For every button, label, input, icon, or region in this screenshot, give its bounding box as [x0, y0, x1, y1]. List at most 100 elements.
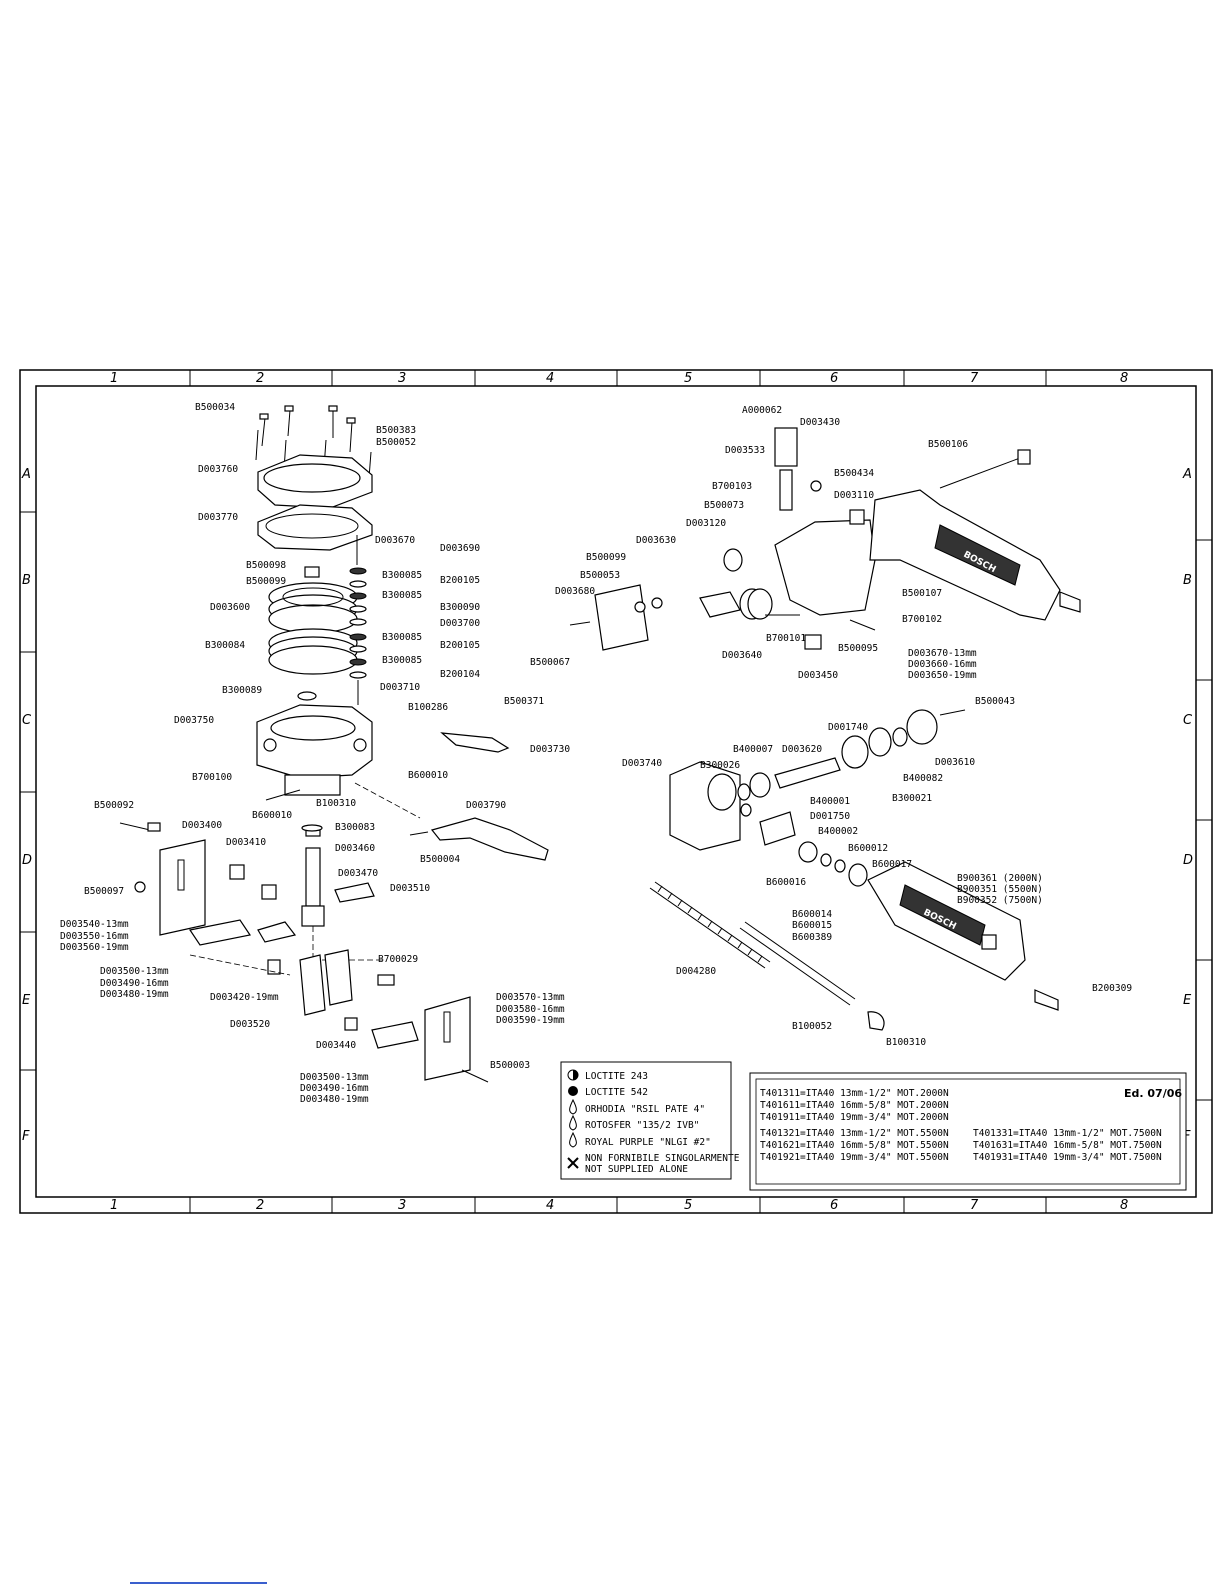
column-label-6: 6 [830, 371, 838, 386]
part-label-25: D003730 [530, 744, 570, 755]
column-label-bottom-2: 2 [256, 1198, 264, 1213]
part-label-73: B300026 [700, 760, 740, 771]
part-label-34: B500092 [94, 800, 134, 811]
part-label-70: B400007 [733, 744, 773, 755]
rotosfer-drop-icon [569, 1114, 577, 1131]
part-label-40: B700029 [378, 954, 418, 965]
part-label-3: D003760 [198, 464, 238, 475]
part-label-21: D003710 [380, 682, 420, 693]
model-line-7: T401331=ITA40 13mm-1/2" MOT.7500N [973, 1128, 1162, 1139]
part-label-9: B300085 [382, 570, 422, 581]
part-label-17: B200105 [440, 640, 480, 651]
part-label-91: B100052 [792, 1021, 832, 1032]
edition-label: Ed. 07/06 [1124, 1087, 1182, 1100]
orhodia-drop-icon [569, 1098, 577, 1115]
part-label-82: B600016 [766, 877, 806, 888]
part-label-102: D003500-13mm [300, 1072, 369, 1083]
part-label-65: D003670-13mm [908, 648, 977, 659]
part-label-92: B100310 [886, 1037, 926, 1048]
part-label-84: B900351 (5500N) [957, 884, 1043, 895]
part-label-93: D003540-13mm [60, 919, 129, 930]
part-label-26: B700100 [192, 772, 232, 783]
row-label-D: D [22, 853, 32, 868]
motor-gearbox-assembly: BOSCH [569, 427, 1081, 651]
column-label-1: 1 [110, 371, 118, 386]
model-line-8: T401631=ITA40 16mm-5/8" MOT.7500N [973, 1140, 1162, 1151]
part-label-72: D003740 [622, 758, 662, 769]
part-label-81: B600017 [872, 859, 912, 870]
part-label-50: D003110 [834, 490, 874, 501]
part-label-28: B600010 [252, 810, 292, 821]
part-label-66: D003660-16mm [908, 659, 977, 670]
part-label-39: B500097 [84, 886, 124, 897]
part-label-11: B300085 [382, 590, 422, 601]
part-label-59: B700102 [902, 614, 942, 625]
part-label-56: B500053 [580, 570, 620, 581]
part-label-89: D004280 [676, 966, 716, 977]
row-label-A: A [21, 467, 31, 482]
part-label-57: D003680 [555, 586, 595, 597]
legend-item-3: ORHODIA "RSIL PATE 4" [585, 1104, 705, 1115]
part-label-44: B500003 [490, 1060, 530, 1071]
legend-item-6: NON FORNIBILE SINGOLARMENTE [585, 1153, 740, 1164]
part-label-68: B500043 [975, 696, 1015, 707]
part-label-95: D003560-19mm [60, 942, 129, 953]
part-label-43: D003440 [316, 1040, 356, 1051]
column-label-8: 8 [1120, 371, 1128, 386]
model-line-9: T401931=ITA40 19mm-3/4" MOT.7500N [973, 1152, 1162, 1163]
part-label-37: D003470 [338, 868, 378, 879]
part-label-64: B500067 [530, 657, 570, 668]
part-label-19: B200104 [440, 669, 480, 680]
part-label-78: D001750 [810, 811, 850, 822]
part-label-27: B600010 [408, 770, 448, 781]
part-label-10: B200105 [440, 575, 480, 586]
part-label-67: D003650-19mm [908, 670, 977, 681]
part-label-99: D003570-13mm [496, 992, 565, 1003]
part-label-98: D003480-19mm [100, 989, 169, 1000]
part-label-83: B900361 (2000N) [957, 873, 1043, 884]
part-label-88: B600389 [792, 932, 832, 943]
head-assembly [255, 405, 549, 961]
part-label-94: D003550-16mm [60, 931, 129, 942]
legend-item-2: LOCTITE 542 [585, 1087, 648, 1098]
part-label-100: D003580-16mm [496, 1004, 565, 1015]
part-label-87: B600015 [792, 920, 832, 931]
column-label-bottom-8: 8 [1120, 1198, 1128, 1213]
part-label-69: D001740 [828, 722, 868, 733]
part-label-33: B500004 [420, 854, 460, 865]
royal-purple-drop-icon [569, 1131, 577, 1148]
angle-head-assembly: BOSCH [649, 709, 1059, 1031]
row-label-right-E: E [1183, 993, 1192, 1008]
part-label-104: D003480-19mm [300, 1094, 369, 1105]
column-label-bottom-1: 1 [110, 1198, 118, 1213]
row-label-right-D: D [1183, 853, 1193, 868]
part-label-85: B900352 (7500N) [957, 895, 1043, 906]
part-label-58: B500107 [902, 588, 942, 599]
part-label-22: B500371 [504, 696, 544, 707]
part-label-29: B100310 [316, 798, 356, 809]
part-label-0: B500034 [195, 402, 235, 413]
part-label-2: B500052 [376, 437, 416, 448]
column-label-2: 2 [256, 371, 264, 386]
part-label-55: B500099 [586, 552, 626, 563]
row-label-E: E [22, 993, 31, 1008]
part-label-42: D003520 [230, 1019, 270, 1030]
legend-item-4: ROTOSFER "135/2 IVB" [585, 1120, 699, 1131]
part-label-54: D003630 [636, 535, 676, 546]
part-label-23: B100286 [408, 702, 448, 713]
column-label-5: 5 [684, 371, 692, 386]
part-label-46: D003430 [800, 417, 840, 428]
part-label-49: B500434 [834, 468, 874, 479]
part-label-79: B400002 [818, 826, 858, 837]
part-label-75: B400082 [903, 773, 943, 784]
part-label-7: B500098 [246, 560, 286, 571]
page-link-underline[interactable] [130, 1582, 267, 1584]
part-label-30: B300083 [335, 822, 375, 833]
column-label-bottom-5: 5 [684, 1198, 692, 1213]
part-callouts: B500034B500383B500052D003760D003770D0036… [60, 402, 1132, 1105]
model-line-1: T401311=ITA40 13mm-1/2" MOT.2000N [760, 1088, 949, 1099]
part-label-96: D003500-13mm [100, 966, 169, 977]
row-label-B: B [22, 573, 31, 588]
